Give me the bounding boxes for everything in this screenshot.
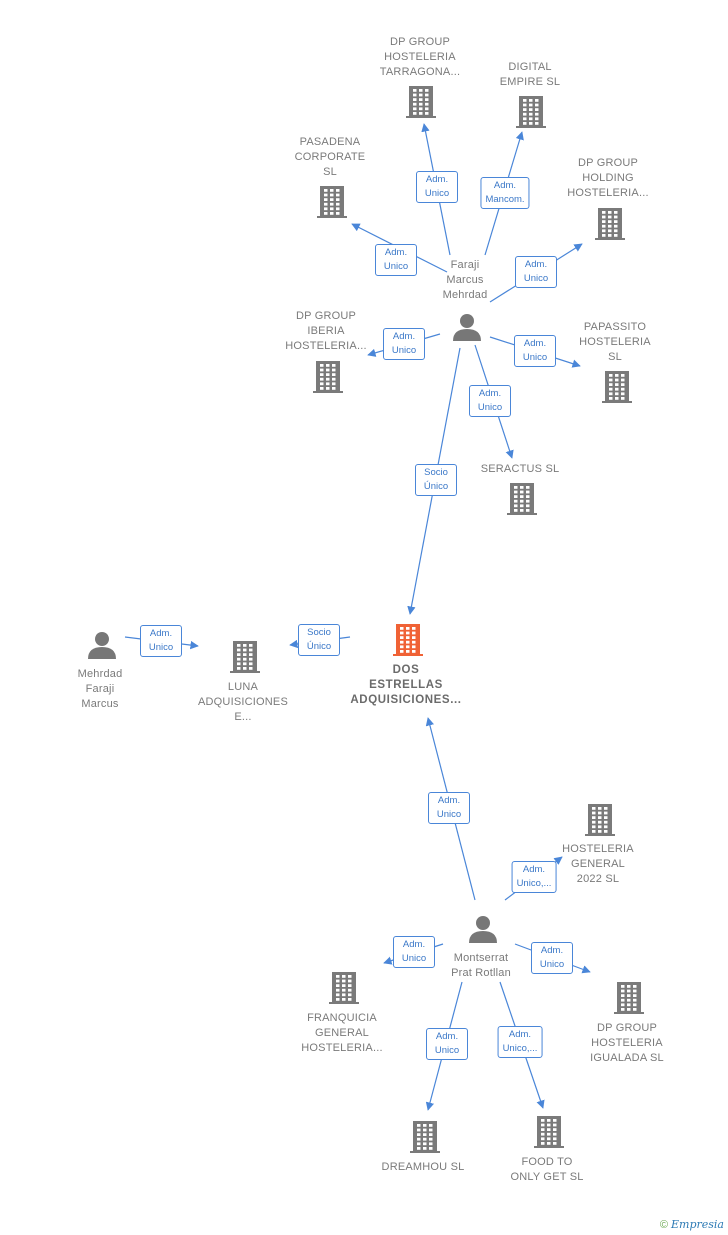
relation-label[interactable]: Adm. Unico,...: [511, 861, 557, 893]
company-name[interactable]: FRANQUICIA GENERAL HOSTELERIA...: [301, 1012, 383, 1054]
relation-label[interactable]: Adm. Mancom.: [480, 177, 530, 209]
person-name[interactable]: Faraji Marcus Mehrdad: [442, 259, 488, 301]
building-icon[interactable]: [406, 86, 436, 118]
building-icon[interactable]: [585, 804, 615, 836]
building-icon[interactable]: [393, 624, 423, 656]
person-icon[interactable]: [469, 916, 497, 943]
relation-label[interactable]: Adm. Unico: [514, 335, 556, 367]
company-name[interactable]: DP GROUP HOSTELERIA IGUALADA SL: [590, 1022, 664, 1064]
person-icon[interactable]: [88, 632, 116, 659]
company-name[interactable]: DP GROUP IBERIA HOSTELERIA...: [285, 310, 367, 352]
relation-label[interactable]: Adm. Unico: [426, 1028, 468, 1060]
building-icon[interactable]: [507, 483, 537, 515]
company-name[interactable]: LUNA ADQUISICIONES E...: [197, 681, 288, 723]
copyright-symbol: ©: [659, 1219, 668, 1231]
company-name[interactable]: FOOD TO ONLY GET SL: [510, 1156, 584, 1183]
brand-name: Empresia: [671, 1218, 724, 1231]
relation-label[interactable]: Adm. Unico: [416, 171, 458, 203]
relation-label[interactable]: Adm. Unico: [515, 256, 557, 288]
relation-label[interactable]: Adm. Unico: [383, 328, 425, 360]
company-name[interactable]: SERACTUS SL: [480, 463, 560, 475]
footer-brand: © Empresia: [660, 1218, 724, 1231]
person-name[interactable]: Montserrat Prat Rotllan: [451, 952, 511, 979]
relation-label[interactable]: Adm. Unico,...: [497, 1026, 543, 1058]
building-icon[interactable]: [614, 982, 644, 1014]
company-name[interactable]: DP GROUP HOLDING HOSTELERIA...: [567, 157, 649, 199]
company-name[interactable]: DIGITAL EMPIRE SL: [499, 61, 561, 88]
person-name[interactable]: Mehrdad Faraji Marcus: [77, 668, 123, 710]
relation-label[interactable]: Adm. Unico: [428, 792, 470, 824]
building-icon[interactable]: [534, 1116, 564, 1148]
building-icon[interactable]: [230, 641, 260, 673]
relation-label[interactable]: Socio Único: [298, 624, 340, 656]
company-name[interactable]: PASADENA CORPORATE SL: [294, 136, 366, 178]
relation-label[interactable]: Adm. Unico: [531, 942, 573, 974]
building-icon[interactable]: [516, 96, 546, 128]
company-name[interactable]: DP GROUP HOSTELERIA TARRAGONA...: [379, 36, 461, 78]
building-icon[interactable]: [410, 1121, 440, 1153]
relation-label[interactable]: Adm. Unico: [140, 625, 182, 657]
company-name[interactable]: DOS ESTRELLAS ADQUISICIONES...: [350, 664, 462, 706]
company-name[interactable]: HOSTELERIA GENERAL 2022 SL: [562, 843, 634, 885]
building-icon[interactable]: [602, 371, 632, 403]
building-icon[interactable]: [329, 972, 359, 1004]
relation-label[interactable]: Adm. Unico: [469, 385, 511, 417]
relation-label[interactable]: Adm. Unico: [375, 244, 417, 276]
building-icon[interactable]: [595, 208, 625, 240]
relation-label[interactable]: Adm. Unico: [393, 936, 435, 968]
relation-label[interactable]: Socio Único: [415, 464, 457, 496]
company-name[interactable]: DREAMHOU SL: [381, 1161, 465, 1173]
building-icon[interactable]: [317, 186, 347, 218]
building-icon[interactable]: [313, 361, 343, 393]
person-icon[interactable]: [453, 314, 481, 341]
company-name[interactable]: PAPASSITO HOSTELERIA SL: [579, 321, 651, 363]
